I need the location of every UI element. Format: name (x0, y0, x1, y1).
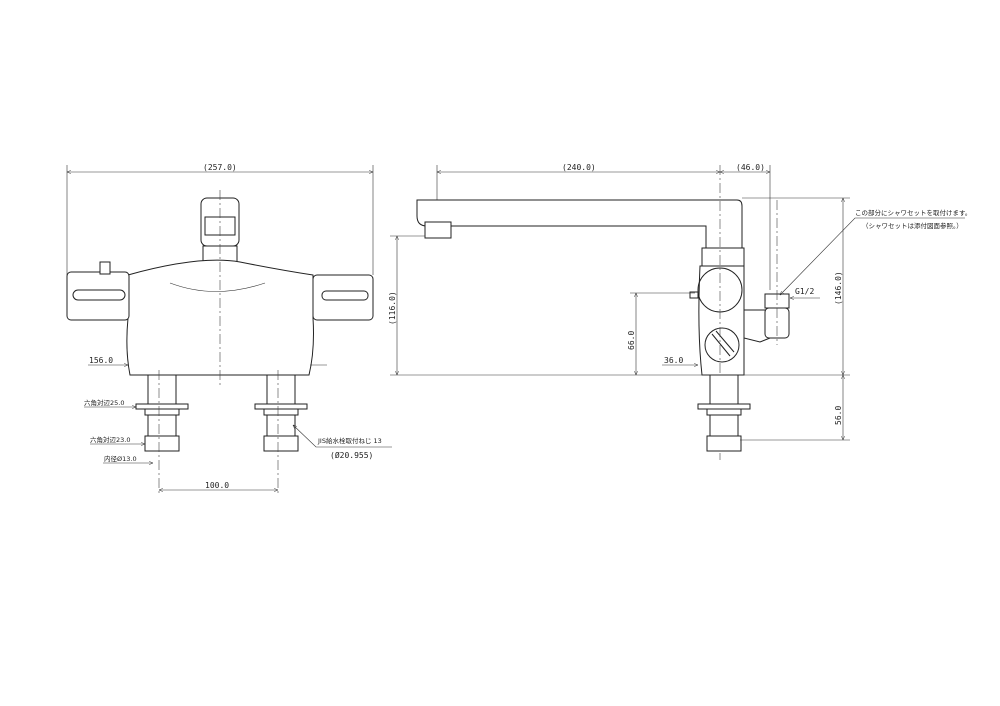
g12-label: G1/2 (795, 287, 814, 296)
leg-left (135, 374, 189, 452)
hex-23-label: 六角対辺23.0 (90, 435, 130, 444)
temp-handle (66, 271, 130, 321)
dim-146-label: (146.0) (834, 271, 843, 305)
dim-116-label: (116.0) (388, 291, 397, 325)
dim-156-label: 156.0 (89, 356, 113, 365)
thread-label: JIS給水栓取付ねじ 13 (317, 436, 382, 445)
leg-right (254, 374, 308, 452)
side-view: (240.0) (46.0) (116.0) (146.0) 66.0 36.0… (388, 163, 971, 460)
dim-257-label: (257.0) (203, 163, 237, 172)
dim-36-label: 36.0 (664, 356, 683, 365)
flow-handle (312, 274, 374, 321)
diverter-knob (704, 327, 740, 363)
note-line-1: この部分にシャワセットを取付けます。 (855, 208, 971, 217)
inner-dia-label: 内径Ø13.0 (104, 454, 137, 463)
dim-66-label: 66.0 (627, 331, 636, 350)
dim-56-label: 56.0 (834, 406, 843, 425)
front-view: (257.0) 156.0 六角対辺25.0 六角対辺23.0 内径Ø13.0 … (67, 163, 392, 495)
spout-tip (424, 221, 452, 239)
spout (416, 199, 743, 251)
dim-240-label: (240.0) (562, 163, 596, 172)
hex-25-label: 六角対辺25.0 (84, 398, 124, 407)
dim-46-label: (46.0) (736, 163, 765, 172)
dim-100-label: 100.0 (205, 481, 229, 490)
thread-dia-label: (Ø20.955) (330, 450, 373, 460)
stopper (99, 261, 111, 275)
note-line-2: （シャワセットは添付図面参照。） (862, 221, 963, 230)
